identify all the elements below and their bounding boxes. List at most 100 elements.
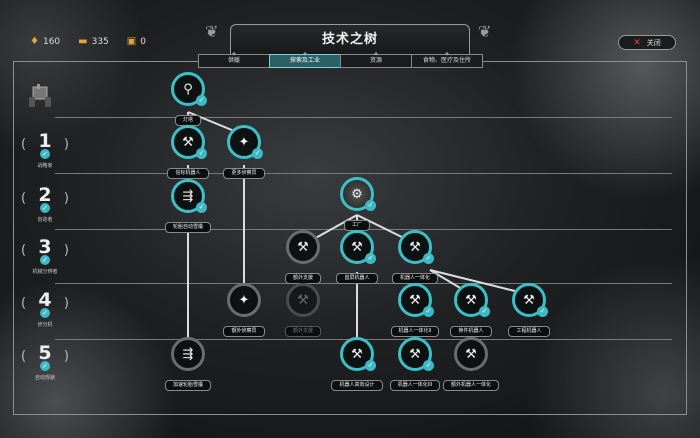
tech-node-automaton-integration-2[interactable]: ⚒✓ 机器人一体化II xyxy=(380,283,450,343)
wood-value: 335 xyxy=(91,36,109,47)
node-circle: ⚒✓ xyxy=(512,283,548,317)
node-circle: ⚒✓ xyxy=(398,283,434,317)
automaton-icon xyxy=(29,84,51,107)
tech-node-factory[interactable]: ⚙✓ 工厂 xyxy=(322,177,392,237)
node-label: 工程机器人 xyxy=(508,326,550,337)
tier-label: 战略家 xyxy=(37,163,53,169)
hammer-icon: ⚒ xyxy=(351,239,363,255)
check-icon: ✓ xyxy=(40,203,50,213)
sledge-icon: ⇶ xyxy=(182,188,194,204)
tier-number: 2 xyxy=(38,184,52,206)
node-label: 更多侦察员 xyxy=(223,168,265,179)
node-label: 机器人一体化III xyxy=(389,380,441,391)
tier-number: 4 xyxy=(38,289,52,311)
node-label: 轮胎自动雪橇 xyxy=(164,222,211,233)
check-icon: ✓ xyxy=(365,360,376,371)
tech-node-more-scouts[interactable]: ✦✓ 更多侦察员 xyxy=(209,125,279,185)
check-icon: ✓ xyxy=(40,308,50,318)
node-label: 额外机器人一体化 xyxy=(442,380,499,391)
laurel-left-icon: ( xyxy=(21,296,27,311)
tier-label: 侦分机 xyxy=(37,322,53,328)
laurel-right-icon: ) xyxy=(63,243,69,258)
node-circle: ⇶✓ xyxy=(171,179,207,213)
check-icon: ✓ xyxy=(196,148,207,159)
tech-node-steam-sledge[interactable]: ⇶✓ 轮胎自动雪橇 xyxy=(153,179,223,239)
tech-node-lighthouse[interactable]: ⚲✓ 灯塔 xyxy=(153,72,223,132)
tech-node-extra-automaton-integration[interactable]: ⚒ 额外机器人一体化 xyxy=(436,337,506,397)
check-icon: ✓ xyxy=(537,306,548,317)
tech-node-extra-support-locked[interactable]: ⚒ 额外支援 xyxy=(268,283,338,343)
tab-resources[interactable]: 资源 xyxy=(340,54,412,68)
node-circle: ⚒✓ xyxy=(398,230,434,264)
node-circle: ✦ xyxy=(227,283,261,317)
laurel-right-icon: ) xyxy=(63,191,69,206)
check-icon: ✓ xyxy=(423,360,434,371)
tier-5: ( 5 ) ✓ 自动规避 xyxy=(20,343,70,381)
laurel-right-icon: ) xyxy=(63,296,69,311)
laurel-right-icon: ) xyxy=(63,349,69,364)
node-label: 机器人高效设计 xyxy=(331,380,383,391)
hammer-icon: ⚒ xyxy=(297,239,309,255)
hammer-icon: ⚒ xyxy=(351,346,363,362)
node-circle: ⚒✓ xyxy=(454,283,490,317)
ornament-left-icon: ❦ xyxy=(205,22,219,41)
tech-node-first-automaton[interactable]: ⚒✓ 首屏机器人 xyxy=(322,230,392,290)
ornament-right-icon: ❦ xyxy=(478,22,492,41)
laurel-left-icon: ( xyxy=(21,137,27,152)
laurel-left-icon: ( xyxy=(21,191,27,206)
tech-node-automaton-integration[interactable]: ⚒✓ 机器人一体化 xyxy=(380,230,450,290)
hammer-icon: ⚒ xyxy=(409,346,421,362)
node-label: 首屏机器人 xyxy=(336,273,378,284)
tier-3: ( 3 ) ✓ 机械分辨者 xyxy=(20,237,70,275)
steel-value: 0 xyxy=(140,36,146,47)
resource-coal: ♦ 160 xyxy=(30,36,60,47)
node-label: 额外支援 xyxy=(284,326,321,337)
check-icon: ✓ xyxy=(423,253,434,264)
tech-node-extra-scouts[interactable]: ✦ 额外侦察员 xyxy=(209,283,279,343)
node-label: 机器人一体化II xyxy=(390,326,440,337)
coal-value: 160 xyxy=(42,36,61,47)
tech-node-efficient-automaton[interactable]: ⚒✓ 机器人高效设计 xyxy=(322,337,392,397)
close-label: 关闭 xyxy=(646,38,661,47)
tier-number: 3 xyxy=(38,236,52,258)
hammer-icon: ⚒ xyxy=(465,292,477,308)
check-icon: ✓ xyxy=(40,149,50,159)
tab-bar: 供暖 探索及工业 资源 食物、医疗及住所 xyxy=(198,54,483,68)
hammer-icon: ⚒ xyxy=(409,239,421,255)
close-button[interactable]: ✕ 关闭 xyxy=(618,35,676,50)
tech-node-beacon-automaton[interactable]: ⚒✓ 信标机器人 xyxy=(153,125,223,185)
hammer-icon: ⚒ xyxy=(523,292,535,308)
tier-divider xyxy=(55,117,672,118)
tier-1: ( 1 ) ✓ 战略家 xyxy=(20,131,70,169)
tier-label: 创造者 xyxy=(37,217,53,223)
check-icon: ✓ xyxy=(40,255,50,265)
node-circle: ⚒✓ xyxy=(398,337,434,371)
node-label: 换件机器人 xyxy=(450,326,492,337)
tier-label: 自动规避 xyxy=(34,375,55,381)
check-icon: ✓ xyxy=(196,95,207,106)
tech-node-automaton-integration-3[interactable]: ⚒✓ 机器人一体化III xyxy=(380,337,450,397)
node-circle: ⚒ xyxy=(454,337,488,371)
scout-icon: ✦ xyxy=(238,292,250,308)
node-circle: ⚒✓ xyxy=(340,230,376,264)
check-icon: ✓ xyxy=(365,200,376,211)
close-icon: ✕ xyxy=(633,37,641,48)
check-icon: ✓ xyxy=(423,306,434,317)
node-circle: ⚒ xyxy=(286,230,320,264)
tech-node-swap-automaton[interactable]: ⚒✓ 换件机器人 xyxy=(436,283,506,343)
laurel-left-icon: ( xyxy=(21,349,27,364)
node-circle: ⚒✓ xyxy=(340,337,376,371)
node-circle: ⚙✓ xyxy=(340,177,376,211)
wood-icon: ▬ xyxy=(78,36,88,47)
laurel-right-icon: ) xyxy=(63,137,69,152)
tier-2: ( 2 ) ✓ 创造者 xyxy=(20,185,70,223)
tab-food-health-shelter[interactable]: 食物、医疗及住所 xyxy=(411,54,483,68)
tech-node-extra-support[interactable]: ⚒ 额外支援 xyxy=(268,230,338,290)
node-circle: ⇶ xyxy=(171,337,205,371)
tech-node-faster-sledge[interactable]: ⇶ 加速轮胎雪橇 xyxy=(153,337,223,397)
check-icon: ✓ xyxy=(252,148,263,159)
tier-number: 5 xyxy=(38,342,52,364)
tech-node-engineer-automaton[interactable]: ⚒✓ 工程机器人 xyxy=(494,283,564,343)
tier-4: ( 4 ) ✓ 侦分机 xyxy=(20,290,70,328)
node-label: 加速轮胎雪橇 xyxy=(164,380,211,391)
